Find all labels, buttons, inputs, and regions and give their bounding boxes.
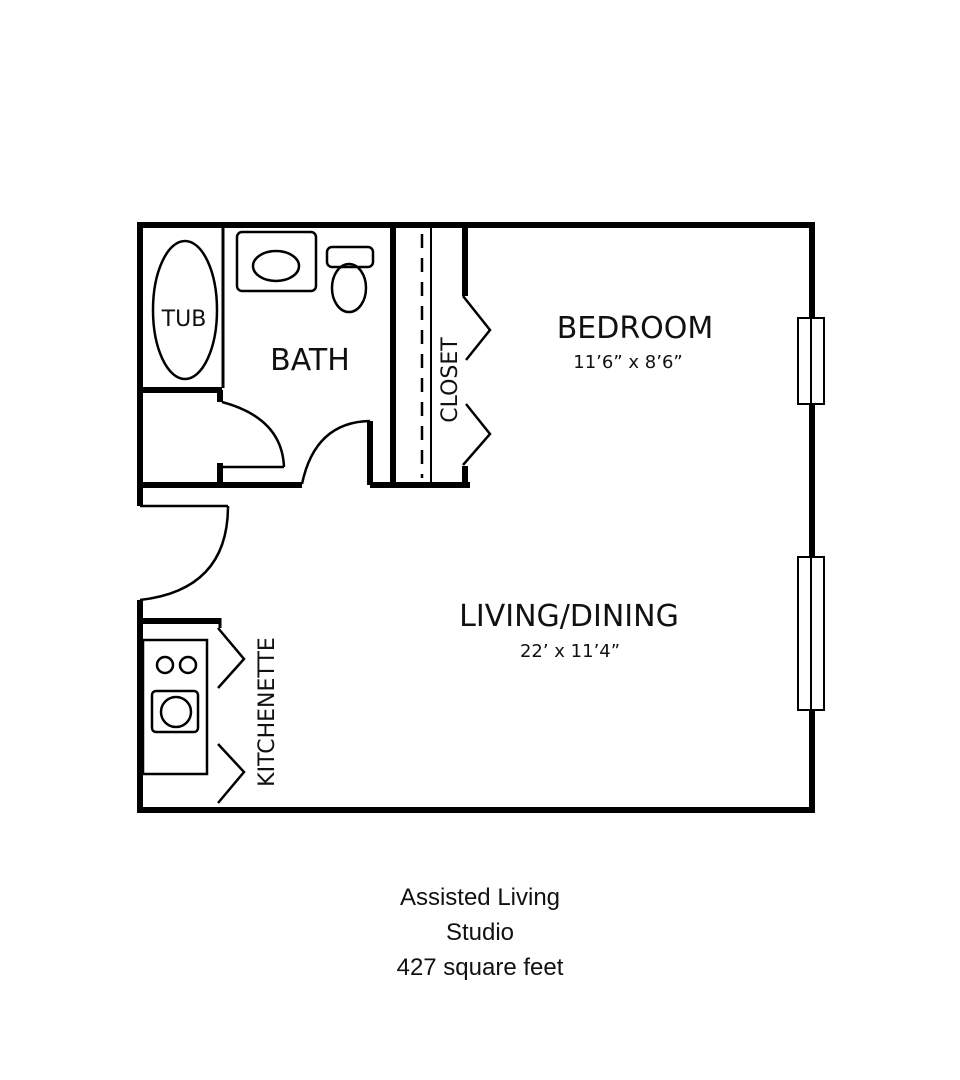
toilet-icon	[325, 245, 375, 314]
caption-unit: Studio	[445, 919, 515, 946]
interior-walls	[140, 228, 470, 488]
counter-icon	[141, 638, 209, 776]
kitchen-door-lower	[217, 743, 246, 804]
window-bedroom	[797, 317, 825, 405]
bath-door-swing	[300, 419, 371, 485]
closet-rod	[420, 228, 432, 485]
oven-icon	[150, 689, 200, 734]
living-dining-label: LIVING/DINING	[459, 599, 679, 634]
sink-icon	[235, 230, 318, 293]
tub-label: TUB	[161, 307, 207, 332]
burner-icon	[155, 655, 175, 675]
closet-bifold-doors	[462, 295, 492, 466]
tub-enclosure	[140, 228, 225, 393]
burner-icon	[178, 655, 198, 675]
closet-label: CLOSET	[438, 337, 463, 423]
caption-area: 427 square feet	[396, 954, 564, 981]
bath-label: BATH	[270, 343, 350, 378]
kitchenette-label: KITCHENETTE	[255, 637, 280, 787]
tub-icon	[151, 239, 219, 381]
bedroom-label: BEDROOM	[557, 311, 714, 346]
oven-burner-icon	[159, 695, 193, 729]
linen-closet-door	[217, 390, 286, 483]
living-dining-dimensions: 22’ x 11’4”	[520, 641, 620, 662]
kitchenette	[140, 618, 246, 804]
window-living	[797, 556, 825, 711]
outer-walls	[137, 222, 815, 813]
caption-type: Assisted Living	[399, 884, 561, 911]
entry-door	[139, 504, 230, 602]
plan-caption: Assisted Living Studio 427 square feet	[0, 880, 960, 985]
bedroom-dimensions: 11’6” x 8’6”	[573, 352, 682, 373]
kitchen-door-upper	[217, 627, 246, 689]
